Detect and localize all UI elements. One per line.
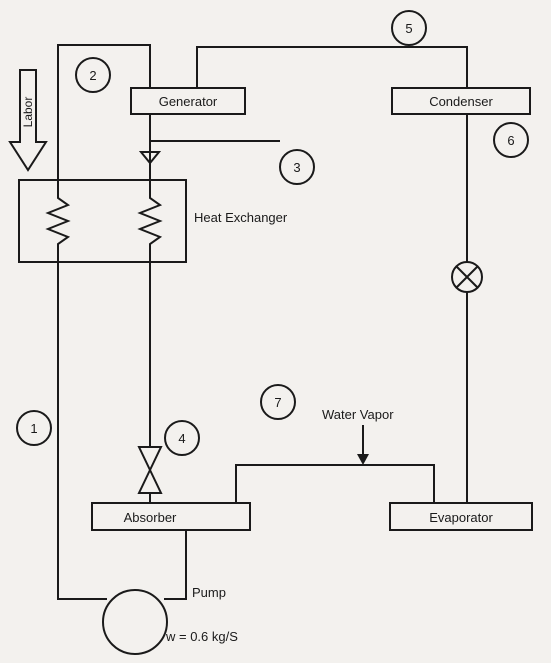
absorber-label: Absorber <box>124 510 177 525</box>
flow-marker-icon <box>138 151 162 165</box>
throttle-valve-icon <box>137 446 163 494</box>
expansion-valve-cross <box>456 266 478 288</box>
state-point-6-number: 6 <box>507 133 514 148</box>
pump-icon <box>102 589 168 655</box>
state-point-2-number: 2 <box>89 68 96 83</box>
state-point-5-number: 5 <box>405 21 412 36</box>
pipe-generator-to-condenser <box>196 46 468 88</box>
state-point-1-circle <box>16 410 52 446</box>
state-point-5-circle <box>391 10 427 46</box>
state-point-7-circle <box>260 384 296 420</box>
condenser-label: Condenser <box>429 94 493 109</box>
state-point-6-circle <box>493 122 529 158</box>
state-point-3-circle <box>279 149 315 185</box>
absorber-box <box>91 502 251 531</box>
hx-coil-left <box>45 180 71 262</box>
state-point-7-number: 7 <box>274 395 281 410</box>
state-point-3-number: 3 <box>293 160 300 175</box>
water-vapor-label: Water Vapor <box>322 407 394 422</box>
water-vapor-arrowhead <box>357 454 369 465</box>
heat-exchanger-box <box>18 179 187 263</box>
labor-label: Labor <box>21 97 35 128</box>
generator-label: Generator <box>159 94 218 109</box>
evaporator-box <box>389 502 533 531</box>
pipe-hx-to-pump <box>57 262 107 600</box>
state-point-1-number: 1 <box>30 421 37 436</box>
condenser-box <box>391 87 531 115</box>
generator-box <box>130 87 246 115</box>
pump-label: Pump <box>192 585 226 600</box>
state-point-2-circle <box>75 57 111 93</box>
state-point-4-number: 4 <box>178 431 185 446</box>
hx-coil-right <box>137 180 163 262</box>
evaporator-label: Evaporator <box>429 510 493 525</box>
pipe-hx-to-generator <box>57 44 151 180</box>
pipe-absorber-to-pump <box>164 530 187 600</box>
state-point-4-circle <box>164 420 200 456</box>
labor-arrow-icon <box>8 69 48 172</box>
pipe-evaporator-to-absorber <box>235 464 435 503</box>
expansion-valve-icon <box>451 261 483 293</box>
heat-exchanger-label: Heat Exchanger <box>194 210 288 225</box>
flow-rate-label: w = 0.6 kg/S <box>165 629 238 644</box>
